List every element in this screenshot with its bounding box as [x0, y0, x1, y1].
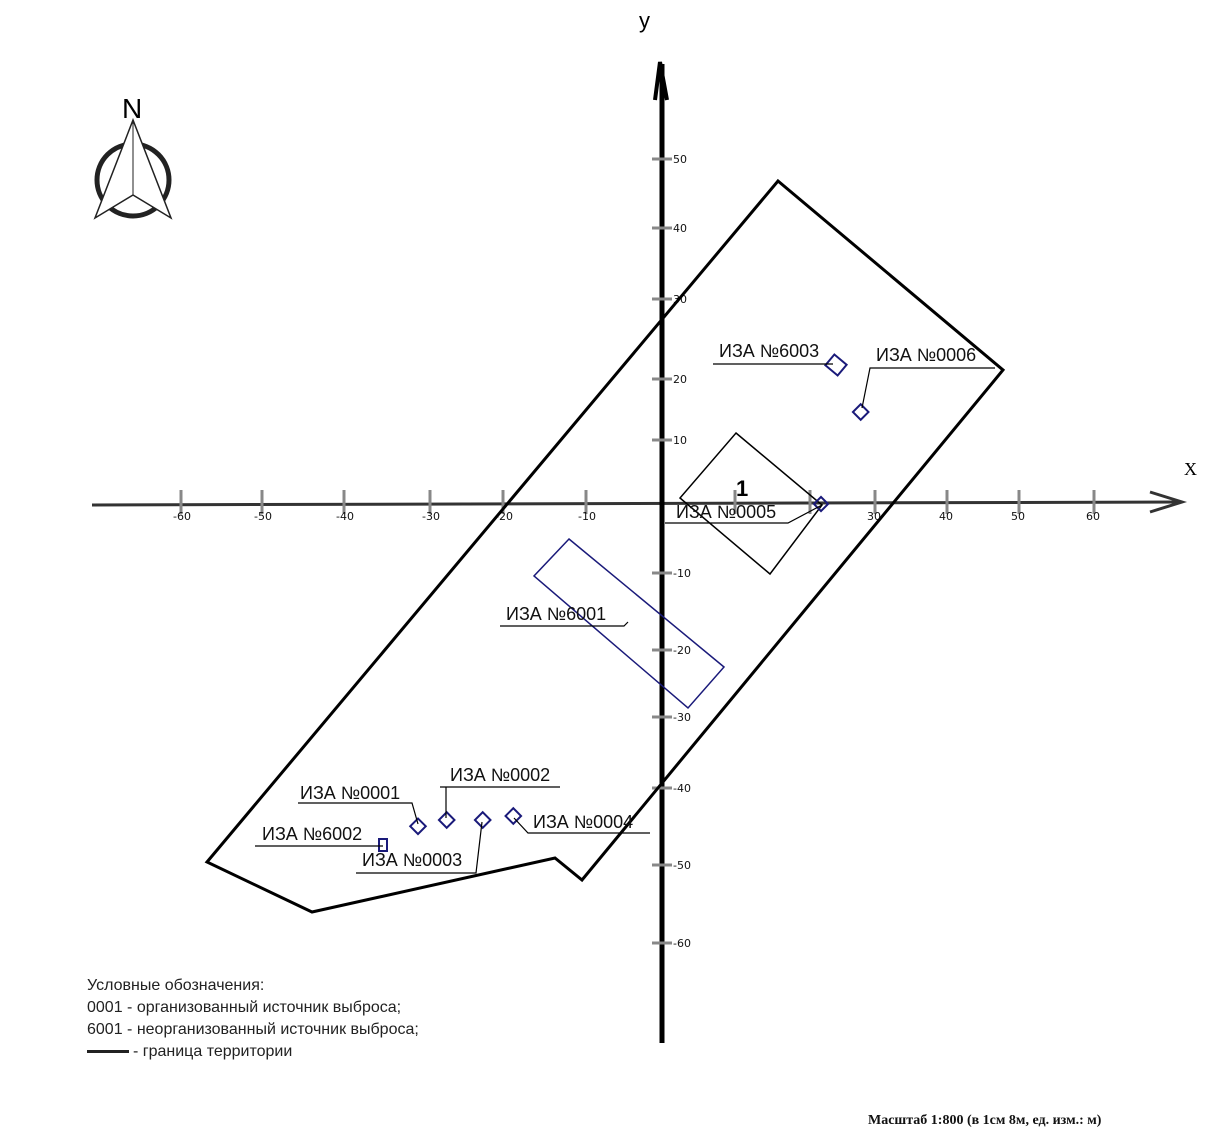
legend-item-unorganized: 6001 - неорганизованный источник выброса… [87, 1021, 419, 1038]
source-label-6002: ИЗА №6002 [262, 824, 362, 844]
source-label-0002: ИЗА №0002 [450, 765, 550, 785]
source-0001-marker [408, 817, 428, 836]
source-0004-marker [504, 806, 523, 826]
legend: Условные обозначения: 0001 - организован… [87, 975, 419, 1063]
y-tick-label: -30 [673, 711, 691, 724]
source-label-0005: ИЗА №0005 [676, 502, 776, 522]
y-tick-label: -20 [673, 644, 691, 657]
north-label: N [122, 93, 142, 124]
zone-1-outline [678, 431, 824, 576]
y-tick-label: 20 [673, 373, 687, 386]
source-6003-marker [823, 353, 849, 377]
source-label-6003: ИЗА №6003 [719, 341, 819, 361]
x-axis: X [91, 459, 1197, 514]
source-0003-marker [473, 810, 492, 830]
source-6001-area [532, 537, 726, 710]
x-tick-label: 60 [1086, 510, 1100, 523]
x-tick-label: 40 [939, 510, 953, 523]
x-tick-label: 50 [1011, 510, 1025, 523]
legend-title: Условные обозначения: [87, 977, 265, 994]
y-tick-label: -10 [673, 567, 691, 580]
north-arrow-icon: N [93, 93, 173, 220]
leader-lines [255, 363, 995, 874]
y-tick-label: 40 [673, 222, 687, 235]
y-tick-label: -60 [673, 937, 691, 950]
legend-item-boundary: - граница территории [87, 1041, 419, 1063]
y-axis-label: у [639, 8, 650, 33]
x-tick-label: -10 [578, 510, 596, 523]
x-axis-label: X [1184, 459, 1197, 479]
y-axis: у [639, 8, 669, 1043]
source-label-0004: ИЗА №0004 [533, 812, 633, 832]
source-label-6001: ИЗА №6001 [506, 604, 606, 624]
source-label-0006: ИЗА №0006 [876, 345, 976, 365]
legend-item-organized: 0001 - организованный источник выброса; [87, 999, 402, 1016]
zone-1-label: 1 [736, 476, 748, 501]
boundary-line-swatch [87, 1050, 129, 1054]
source-0006-marker [851, 402, 870, 422]
x-tick-label: -50 [254, 510, 272, 523]
x-tick-label: -40 [336, 510, 354, 523]
y-tick-label: -40 [673, 782, 691, 795]
scale-note: Масштаб 1:800 (в 1см 8м, ед. изм.: м) [868, 1113, 1102, 1128]
y-tick-label: -50 [673, 859, 691, 872]
source-0002-marker [437, 810, 456, 830]
y-tick-label: 50 [673, 153, 687, 166]
source-6002-marker [378, 838, 388, 852]
y-tick-label: 10 [673, 434, 687, 447]
territory-boundary [204, 178, 1006, 914]
source-label-0003: ИЗА №0003 [362, 850, 462, 870]
x-tick-label: -30 [422, 510, 440, 523]
x-tick-label: -60 [173, 510, 191, 523]
source-label-0001: ИЗА №0001 [300, 783, 400, 803]
